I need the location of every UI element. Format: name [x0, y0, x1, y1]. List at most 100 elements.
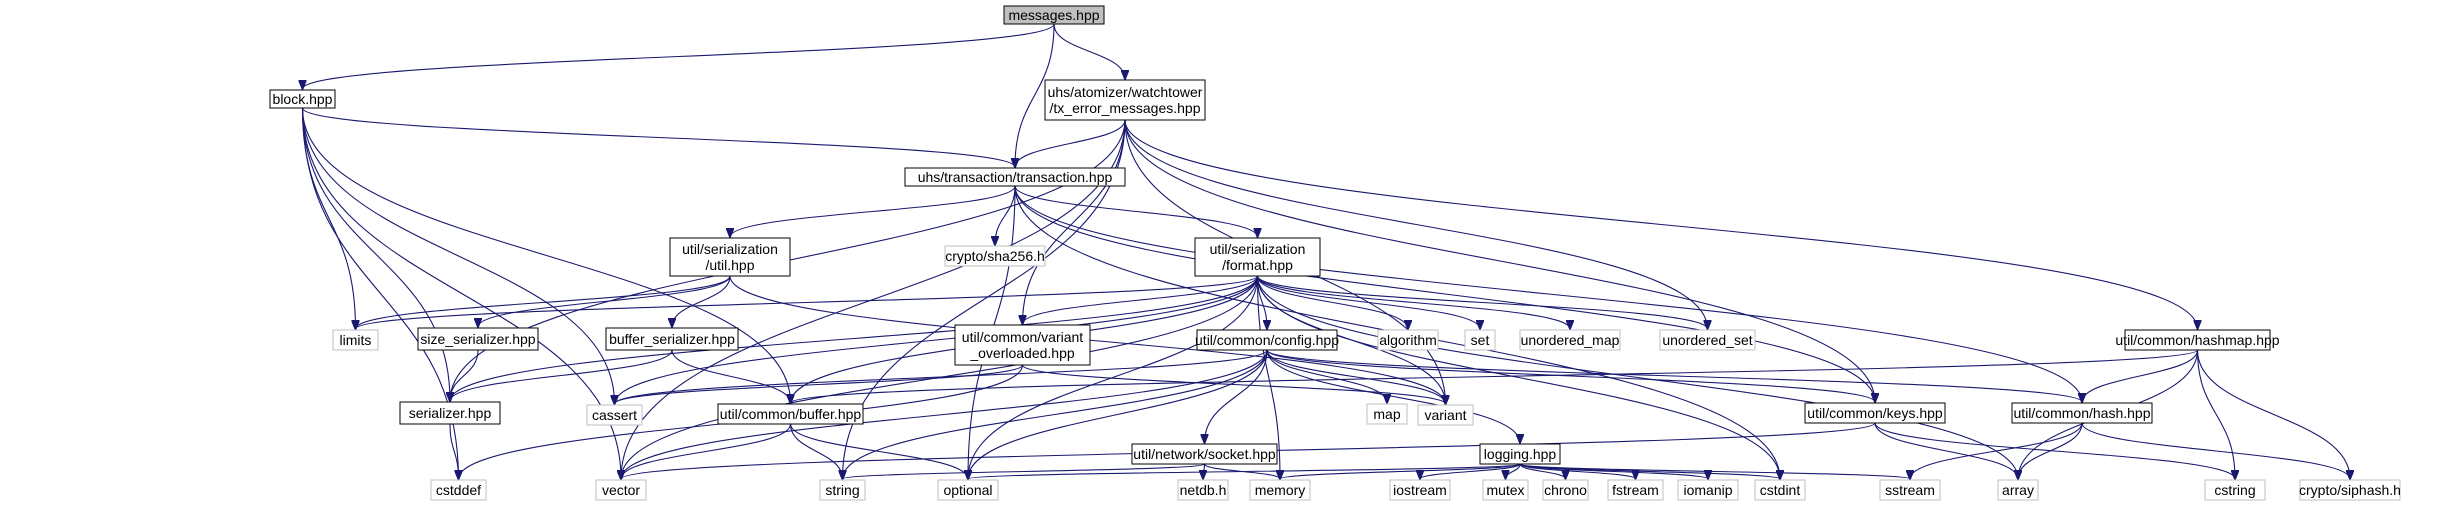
node-messages[interactable]: messages.hpp	[1003, 5, 1105, 25]
node-box	[1196, 329, 1338, 351]
node-label: util/common/hashmap.hpp	[2115, 332, 2279, 348]
node-label: memory	[1255, 482, 1306, 498]
node-variant: variant	[1417, 404, 1474, 426]
node-buffer_ser[interactable]: buffer_serializer.hpp	[605, 327, 739, 351]
edge-config-to-string	[843, 349, 1268, 479]
edge-hashmap-to-hash	[2082, 349, 2199, 402]
node-label: uhs/transaction/transaction.hpp	[918, 169, 1113, 185]
node-hash[interactable]: util/common/hash.hpp	[2011, 402, 2153, 424]
node-label: util/common/hash.hpp	[2014, 405, 2151, 421]
node-label: logging.hpp	[1484, 446, 1557, 462]
edge-tx_error-to-hashmap	[1124, 119, 2198, 329]
edge-format-to-serializer	[450, 275, 1259, 401]
node-block[interactable]: block.hpp	[269, 89, 336, 109]
node-label: array	[2002, 482, 2034, 498]
node-ser_util[interactable]: util/serialization/util.hpp	[669, 237, 791, 277]
node-label: netdb.h	[1180, 482, 1227, 498]
node-label: set	[1471, 332, 1490, 348]
node-label: vector	[602, 482, 640, 498]
node-box	[1194, 237, 1321, 277]
node-label: block.hpp	[273, 91, 333, 107]
edge-format-to-cstdint	[1256, 275, 1781, 479]
node-box	[2124, 329, 2271, 351]
node-box	[1607, 479, 1664, 501]
edge-buffer_ser-to-serializer	[450, 349, 673, 401]
node-config[interactable]: util/common/config.hpp	[1195, 329, 1339, 351]
node-box	[1879, 479, 1941, 501]
node-hashmap[interactable]: util/common/hashmap.hpp	[2115, 329, 2280, 351]
node-box	[1804, 402, 1946, 424]
edge-config-to-variant	[1266, 349, 1446, 404]
node-label: map	[1373, 406, 1400, 422]
node-box	[1177, 479, 1229, 501]
node-buffer[interactable]: util/common/buffer.hpp	[717, 403, 864, 425]
node-label: _overloaded.hpp	[969, 345, 1075, 361]
node-box	[717, 403, 864, 425]
edge-keys-to-cstring	[1874, 422, 2235, 479]
node-size_ser[interactable]: size_serializer.hpp	[417, 327, 539, 351]
node-socket[interactable]: util/network/socket.hpp	[1131, 443, 1278, 465]
node-sstream: sstream	[1879, 479, 1941, 501]
node-algorithm: algorithm	[1377, 329, 1439, 351]
node-label: util/common/config.hpp	[1195, 332, 1339, 348]
edge-hash-to-siphash	[2081, 422, 2350, 479]
node-cstring: cstring	[2204, 479, 2266, 501]
node-serializer[interactable]: serializer.hpp	[399, 401, 501, 425]
node-box	[269, 89, 336, 109]
node-format[interactable]: util/serialization/format.hpp	[1194, 237, 1321, 277]
node-label: serializer.hpp	[409, 405, 492, 421]
edge-hashmap-to-buffer	[791, 349, 2199, 403]
node-label: util/common/buffer.hpp	[720, 406, 862, 422]
edge-logging-to-optional	[968, 463, 1521, 479]
edge-logging-to-mutex	[1506, 463, 1521, 479]
node-tx_error[interactable]: uhs/atomizer/watchtower/tx_error_message…	[1044, 79, 1206, 121]
edge-messages-to-transaction	[1015, 23, 1055, 167]
node-label: unordered_set	[1662, 332, 1752, 348]
edge-hashmap-to-siphash	[2196, 349, 2351, 479]
node-memory: memory	[1249, 479, 1311, 501]
edge-transaction-to-hash	[1014, 185, 2082, 402]
edges-layer	[303, 23, 2351, 479]
node-box	[1519, 329, 1621, 351]
edge-config-to-optional	[968, 349, 1268, 479]
node-cstddef: cstddef	[430, 479, 487, 501]
edge-format-to-cassert	[615, 275, 1259, 404]
node-label: mutex	[1486, 482, 1524, 498]
node-variant_ovl[interactable]: util/common/variant_overloaded.hpp	[954, 324, 1091, 366]
node-box	[1366, 403, 1408, 425]
node-netdb: netdb.h	[1177, 479, 1229, 501]
node-box	[2011, 402, 2153, 424]
node-transaction[interactable]: uhs/transaction/transaction.hpp	[904, 167, 1126, 187]
node-label: cstdint	[1760, 482, 1801, 498]
edge-buffer-to-vector	[621, 423, 792, 479]
node-label: messages.hpp	[1008, 7, 1099, 23]
node-keys[interactable]: util/common/keys.hpp	[1804, 402, 1946, 424]
edge-config-to-logging	[1266, 349, 1520, 443]
node-label: crypto/sha256.h	[945, 248, 1045, 264]
node-label: uhs/atomizer/watchtower	[1048, 84, 1203, 100]
node-label: sstream	[1885, 482, 1935, 498]
node-box	[332, 329, 379, 351]
node-label: util/serialization	[682, 241, 778, 257]
node-label: cstring	[2214, 482, 2255, 498]
node-label: cassert	[592, 407, 637, 423]
node-vector: vector	[595, 479, 647, 501]
edge-logging-to-cstdint	[1519, 463, 1780, 479]
node-label: limits	[340, 332, 372, 348]
node-limits: limits	[332, 329, 379, 351]
node-iomanip: iomanip	[1677, 479, 1739, 501]
edge-ser_util-to-limits	[356, 275, 731, 329]
node-box	[1389, 479, 1451, 501]
nodes-layer: messages.hpp block.hpp uhs/atomizer/watcht…	[269, 5, 2401, 501]
node-box	[954, 324, 1091, 366]
node-logging[interactable]: logging.hpp	[1479, 443, 1561, 465]
node-unordered_set: unordered_set	[1659, 329, 1756, 351]
node-box	[937, 479, 999, 501]
node-box	[399, 401, 501, 425]
edge-transaction-to-keys	[1014, 185, 1875, 402]
node-label: algorithm	[1379, 332, 1437, 348]
node-label: /tx_error_messages.hpp	[1050, 100, 1201, 116]
edge-format-to-set	[1256, 275, 1481, 329]
node-label: string	[825, 482, 859, 498]
edge-buffer-to-optional	[789, 423, 969, 479]
